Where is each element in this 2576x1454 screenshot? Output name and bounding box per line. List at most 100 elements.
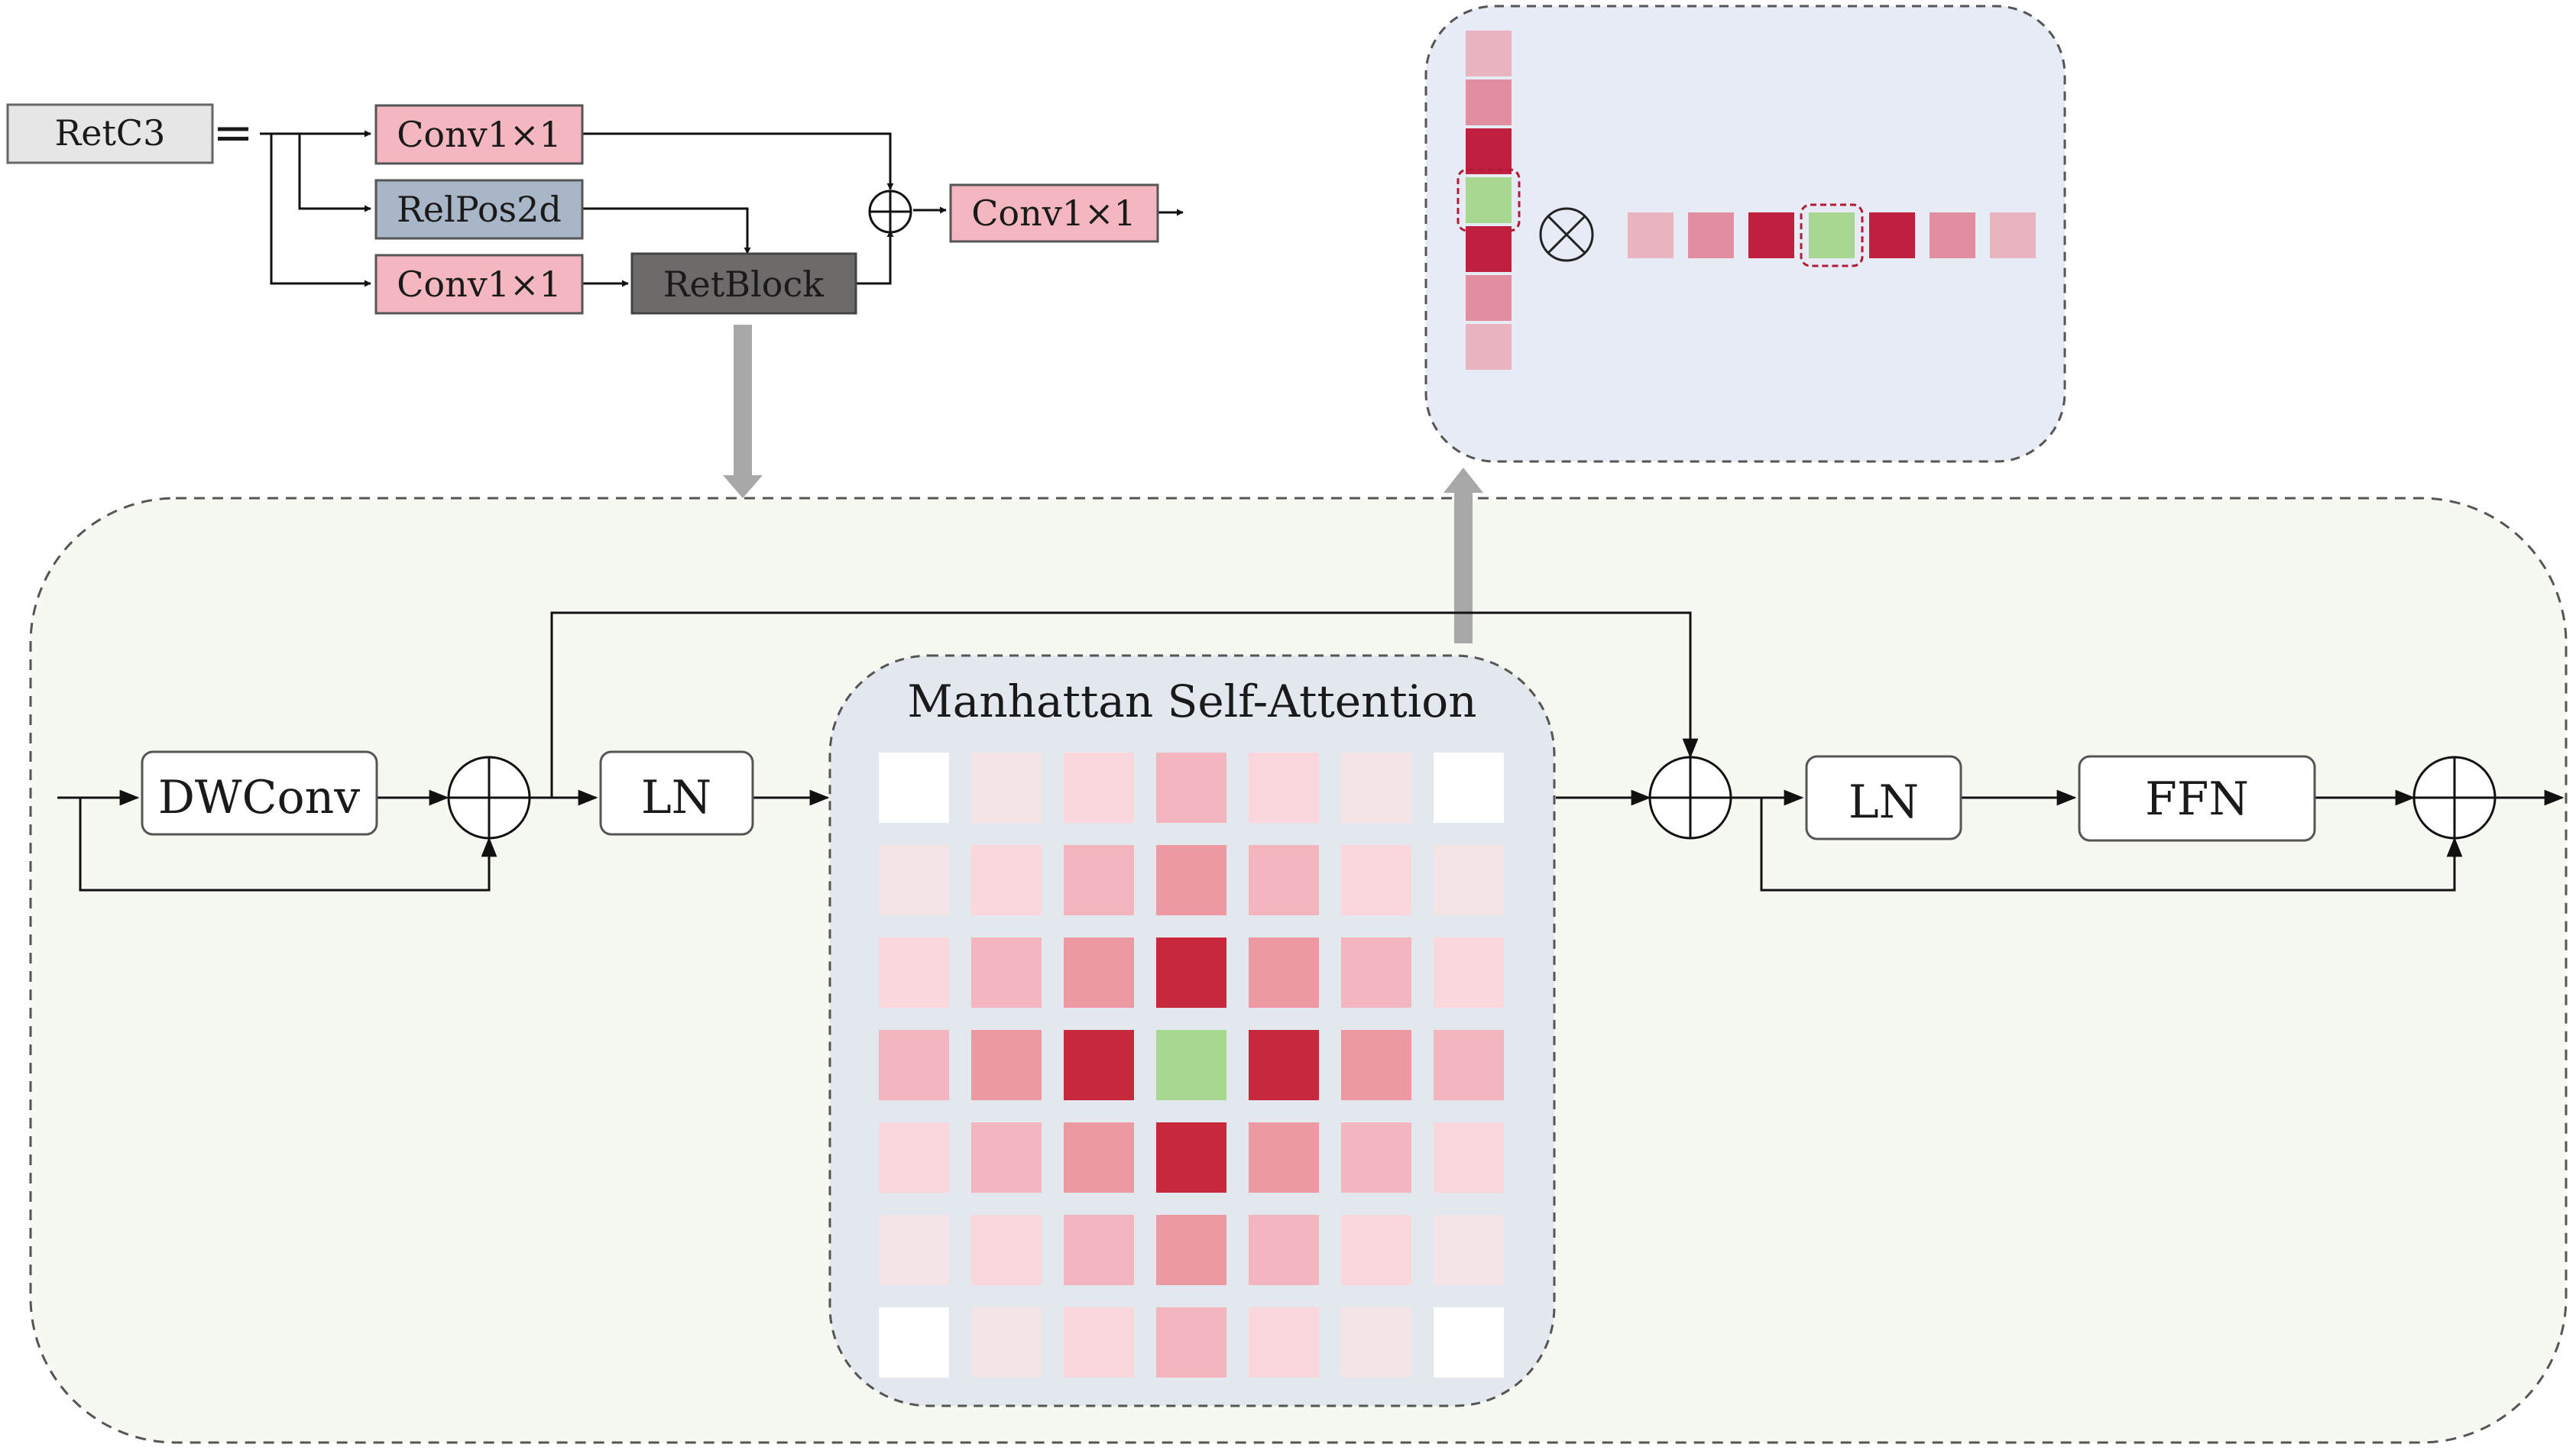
- attention-cell: [1341, 1215, 1411, 1285]
- decomposed-attention: [1456, 31, 2036, 370]
- attention-cell: [1156, 1215, 1226, 1285]
- ln1-box: [599, 750, 754, 836]
- expand-arrow-down-icon: [723, 325, 763, 498]
- ffn-label: FFN: [2145, 772, 2249, 826]
- attention-cell: [879, 1122, 949, 1193]
- attention-cell: [1434, 937, 1504, 1008]
- relpos2d-label: RelPos2d: [397, 189, 562, 230]
- attention-cell: [1064, 1215, 1134, 1285]
- attention-cell: [1064, 937, 1134, 1008]
- row-attention-cell-query-outline: [1800, 203, 1864, 267]
- attention-cell: [1249, 1307, 1319, 1378]
- row-attention-cell: [1990, 212, 2036, 258]
- attention-cell: [1434, 1215, 1504, 1285]
- attention-cell: [1249, 1122, 1319, 1193]
- attention-grid: [879, 753, 1504, 1378]
- row-attention-cell: [1809, 212, 1855, 258]
- attention-cell: [1156, 1307, 1226, 1378]
- attention-cell: [971, 1307, 1042, 1378]
- column-attention-cell: [1466, 324, 1512, 370]
- retblock-label: RetBlock: [663, 264, 825, 305]
- dwconv-label: DWConv: [158, 771, 360, 824]
- row-attention-cell: [1869, 212, 1915, 258]
- retblock-box: [630, 252, 857, 315]
- mhsa-title: Manhattan Self-Attention: [907, 675, 1476, 727]
- attention-cell: [1249, 937, 1319, 1008]
- residual-sum-1-icon: [447, 756, 531, 840]
- column-attention-cell: [1466, 128, 1512, 174]
- conv-bottom-label: Conv1×1: [397, 264, 562, 305]
- ffn-box: [2078, 755, 2316, 842]
- residual-sum-3-icon: [2412, 756, 2497, 840]
- column-attention-cell: [1466, 275, 1512, 321]
- row-attention-cell: [1628, 212, 1674, 258]
- attention-cell: [879, 1215, 949, 1285]
- ln1-label: LN: [641, 771, 711, 824]
- attention-cell: [879, 1030, 949, 1100]
- attention-cell: [1341, 1030, 1411, 1100]
- attention-cell: [1341, 1122, 1411, 1193]
- column-attention-cell: [1466, 177, 1512, 223]
- attention-query-cell: [1156, 1030, 1226, 1100]
- equals-sign: =: [212, 105, 254, 161]
- sum-node-top-icon: [868, 189, 912, 234]
- conv-top-label: Conv1×1: [397, 114, 562, 155]
- attention-cell: [1341, 1307, 1411, 1378]
- attention-cell: [1064, 845, 1134, 915]
- retc3-connectors: [260, 130, 1184, 287]
- ln2-label: LN: [1849, 776, 1919, 829]
- attention-cell: [971, 937, 1042, 1008]
- attention-cell: [1064, 1030, 1134, 1100]
- attention-cell: [1156, 845, 1226, 915]
- attention-cell: [971, 1215, 1042, 1285]
- attention-cell: [1064, 1307, 1134, 1378]
- attention-cell: [1434, 753, 1504, 823]
- retblock-connectors: [57, 611, 2565, 892]
- attention-cell: [971, 753, 1042, 823]
- attention-cell: [1434, 845, 1504, 915]
- attention-cell: [879, 753, 949, 823]
- attention-cell: [1064, 753, 1134, 823]
- attention-cell: [971, 1030, 1042, 1100]
- attention-cell: [971, 845, 1042, 915]
- attention-cell: [879, 845, 949, 915]
- attention-cell: [879, 937, 949, 1008]
- conv-out-box: [949, 183, 1159, 243]
- attention-cell: [1156, 1122, 1226, 1193]
- attention-cell: [971, 1122, 1042, 1193]
- attention-cell: [1156, 753, 1226, 823]
- attention-cell: [1341, 753, 1411, 823]
- attention-cell: [1249, 845, 1319, 915]
- attention-cell: [1434, 1030, 1504, 1100]
- column-attention-cell-query-outline: [1456, 168, 1521, 232]
- decomposed-attention-panel: [1424, 5, 2066, 463]
- residual-sum-2-icon: [1648, 756, 1732, 840]
- attention-cell: [1249, 753, 1319, 823]
- conv-top-box: [374, 104, 584, 165]
- row-attention-cell: [1688, 212, 1734, 258]
- attention-cell: [1434, 1307, 1504, 1378]
- row-attention-cell: [1748, 212, 1794, 258]
- attention-cell: [1249, 1030, 1319, 1100]
- retc3-label: RetC3: [55, 112, 166, 154]
- row-attention-cell: [1930, 212, 1975, 258]
- retc3-box: [6, 103, 214, 164]
- column-attention-cell: [1466, 226, 1512, 272]
- dwconv-box: [141, 750, 378, 836]
- attention-cell: [1156, 937, 1226, 1008]
- column-attention-cell: [1466, 31, 1512, 76]
- attention-cell: [1341, 845, 1411, 915]
- attention-cell: [879, 1307, 949, 1378]
- conv-bottom-box: [374, 254, 584, 315]
- conv-out-label: Conv1×1: [971, 193, 1136, 234]
- attention-cell: [1434, 1122, 1504, 1193]
- ln2-box: [1805, 755, 1962, 840]
- relpos2d-box: [374, 179, 584, 240]
- column-attention-cell: [1466, 79, 1512, 125]
- attention-cell: [1249, 1215, 1319, 1285]
- attention-cell: [1341, 937, 1411, 1008]
- attention-cell: [1064, 1122, 1134, 1193]
- multiply-operator-icon: [1539, 207, 1594, 262]
- expand-arrow-up-icon: [1444, 468, 1483, 643]
